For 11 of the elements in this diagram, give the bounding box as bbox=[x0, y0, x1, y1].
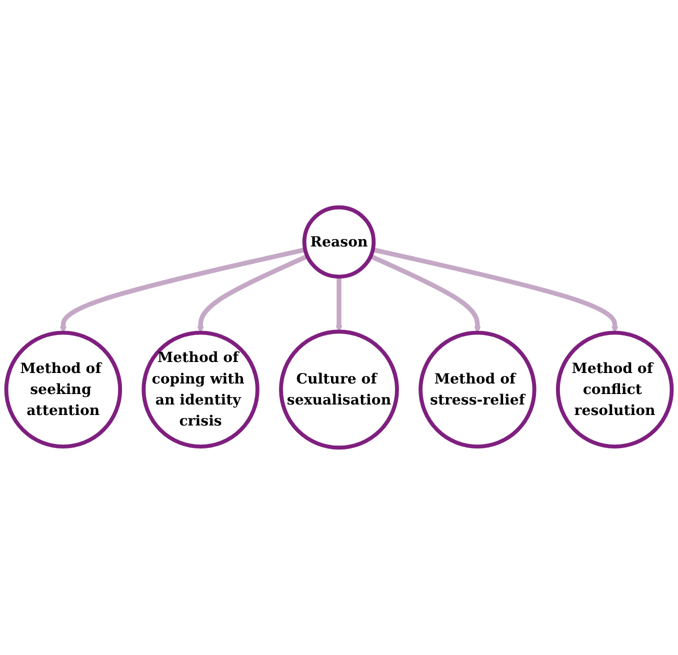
arrow bbox=[372, 247, 618, 334]
node-circle: Method of stress-relief bbox=[418, 330, 536, 448]
node-circle: Method of coping with an identity crisis bbox=[142, 330, 260, 448]
node-circle: Method of seeking attention bbox=[4, 330, 122, 448]
node-circle: Method of conflict resolution bbox=[556, 330, 674, 448]
node-circle: Reason bbox=[302, 205, 376, 279]
arrow bbox=[370, 254, 481, 334]
arrow bbox=[336, 276, 342, 332]
node-circle: Culture of sexualisation bbox=[279, 330, 399, 450]
arrow bbox=[197, 254, 308, 334]
arrow bbox=[60, 247, 306, 334]
